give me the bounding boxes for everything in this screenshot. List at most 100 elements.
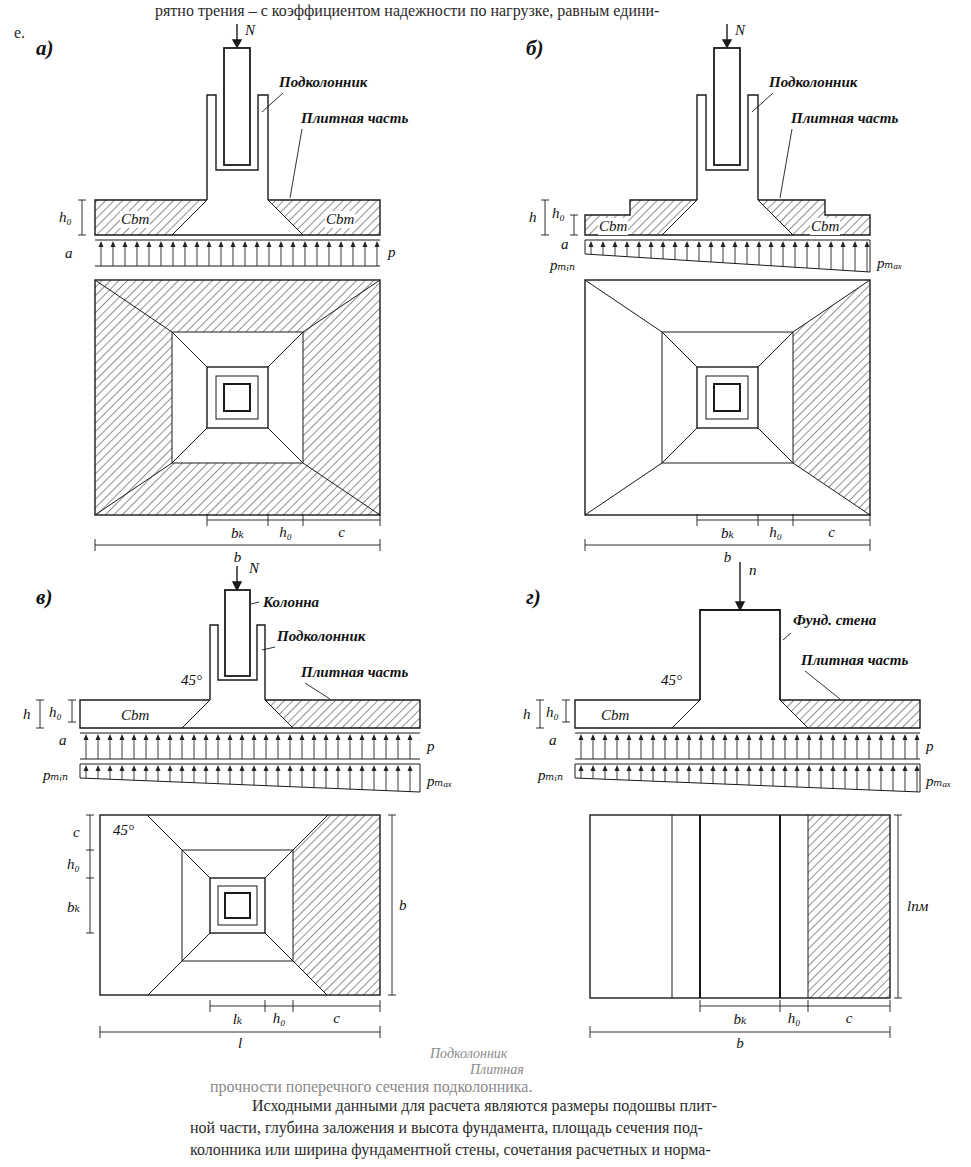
- column-plan: [225, 893, 250, 918]
- force-label: n: [748, 562, 758, 579]
- dimension-label: b: [398, 897, 408, 914]
- dimension-label: h₀: [272, 1010, 287, 1027]
- zone-label: Cbm: [120, 211, 150, 228]
- part-label: Подколонник: [276, 628, 366, 645]
- subcolumn-plan: [697, 367, 758, 428]
- dimension-label: c: [845, 1010, 854, 1027]
- subcolumn: [207, 95, 268, 200]
- dimension-line: [78, 200, 86, 235]
- dimension-line: [536, 700, 570, 728]
- pressure-label: pₘₐₓ: [876, 254, 903, 272]
- dimension-label: a: [548, 732, 558, 749]
- plan-outline: [95, 280, 380, 515]
- soil-pressure: [80, 733, 420, 759]
- pressure-label: p: [426, 738, 436, 755]
- punching-line: [182, 700, 293, 728]
- part-label: Плитная часть: [300, 110, 409, 127]
- pressure-label: pₘᵢₙ: [42, 766, 69, 784]
- dimension-label: a: [560, 236, 570, 253]
- dimension-label: h: [522, 706, 532, 723]
- hatch-zone: [293, 815, 380, 995]
- dimension-label: c: [332, 1010, 341, 1027]
- plate: [585, 200, 870, 235]
- dimension-label: h₀: [278, 524, 293, 541]
- plan-outline: [100, 815, 380, 995]
- zone-label: Cbm: [598, 218, 628, 235]
- figure-letter: г): [526, 585, 541, 610]
- dimension-label: lₖ: [232, 1010, 244, 1028]
- zone-label: Cbm: [810, 218, 840, 235]
- plate: [95, 200, 380, 235]
- leader-line: [262, 93, 302, 198]
- soil-pressure: [585, 240, 870, 272]
- socket-plan: [706, 376, 748, 419]
- dimension-label: b: [735, 1035, 745, 1052]
- plan-outline: [590, 815, 890, 998]
- force-arrow: [726, 24, 727, 41]
- wall-plan: [700, 815, 780, 998]
- dimension-label: a: [64, 245, 74, 262]
- subcolumn-plan: [207, 367, 268, 428]
- dimension-label: b: [723, 549, 733, 566]
- part-label: Подколонник: [278, 74, 368, 91]
- figure-c: [36, 562, 420, 1038]
- dimension-line: [541, 200, 578, 235]
- arrow-head: [723, 40, 731, 47]
- pressure-label: pₘᵢₙ: [549, 256, 576, 274]
- punching-line: [172, 200, 303, 235]
- soil-pressure: [80, 764, 420, 792]
- dimension-line: [585, 514, 870, 551]
- figure-letter: а): [36, 36, 54, 61]
- angle-label: 45°: [112, 822, 135, 839]
- dimension-label: h₀: [545, 704, 560, 721]
- dimension-label: h₀: [48, 704, 63, 721]
- soil-pressure: [95, 240, 380, 266]
- dimension-label: l: [237, 1035, 243, 1052]
- dimension-label: h: [528, 209, 538, 226]
- part-label: Плитная часть: [300, 664, 409, 681]
- column: [224, 48, 250, 165]
- pressure-label: p: [925, 738, 935, 755]
- dimension-line: [95, 514, 380, 551]
- figure-a: [78, 24, 380, 551]
- part-label: Подколонник: [768, 74, 858, 91]
- socket-plan: [218, 886, 257, 925]
- body-text: е.: [14, 24, 25, 42]
- dimension-label: h₀: [66, 856, 81, 873]
- part-label: Колонна: [262, 594, 320, 611]
- dimension-line: [590, 815, 902, 1038]
- ghost-text: Подколонник: [430, 1046, 507, 1062]
- body-text: колонника или ширина фундаментной стены,…: [190, 1141, 711, 1159]
- angle-label: 45°: [660, 672, 683, 689]
- dimension-label: c: [72, 824, 81, 841]
- zone-label: Cbm: [325, 211, 355, 228]
- figure-b: [541, 24, 870, 551]
- pyramid-edge: [147, 815, 328, 995]
- hatch-zone: [793, 280, 870, 515]
- dimension-label: h₀: [787, 1010, 802, 1027]
- plate: [575, 700, 920, 728]
- dimension-label: lпм: [906, 898, 929, 915]
- figure-letter: б): [526, 36, 543, 61]
- dimension-label: h: [22, 706, 32, 723]
- arrow-head: [736, 602, 744, 610]
- dimension-label: h₀: [768, 524, 783, 541]
- column: [225, 590, 250, 676]
- body-text: ной части, глубина заложения и высота фу…: [190, 1119, 703, 1137]
- arrow-head: [233, 582, 241, 590]
- zone-label: Cbm: [120, 707, 150, 724]
- socket-plan: [216, 376, 258, 419]
- dimension-label: h₀: [551, 205, 566, 222]
- angle-label: 45°: [180, 672, 203, 689]
- dimension-label: c: [827, 524, 836, 541]
- figure-letter: в): [36, 585, 52, 610]
- dimension-label: bₖ: [733, 1010, 748, 1028]
- dimension-line: [86, 815, 396, 1038]
- force-label: N: [734, 22, 746, 39]
- leader-line: [752, 93, 792, 198]
- pyramid-edge: [672, 815, 808, 998]
- force-arrow: [739, 562, 740, 603]
- hatch-zone: [780, 700, 920, 728]
